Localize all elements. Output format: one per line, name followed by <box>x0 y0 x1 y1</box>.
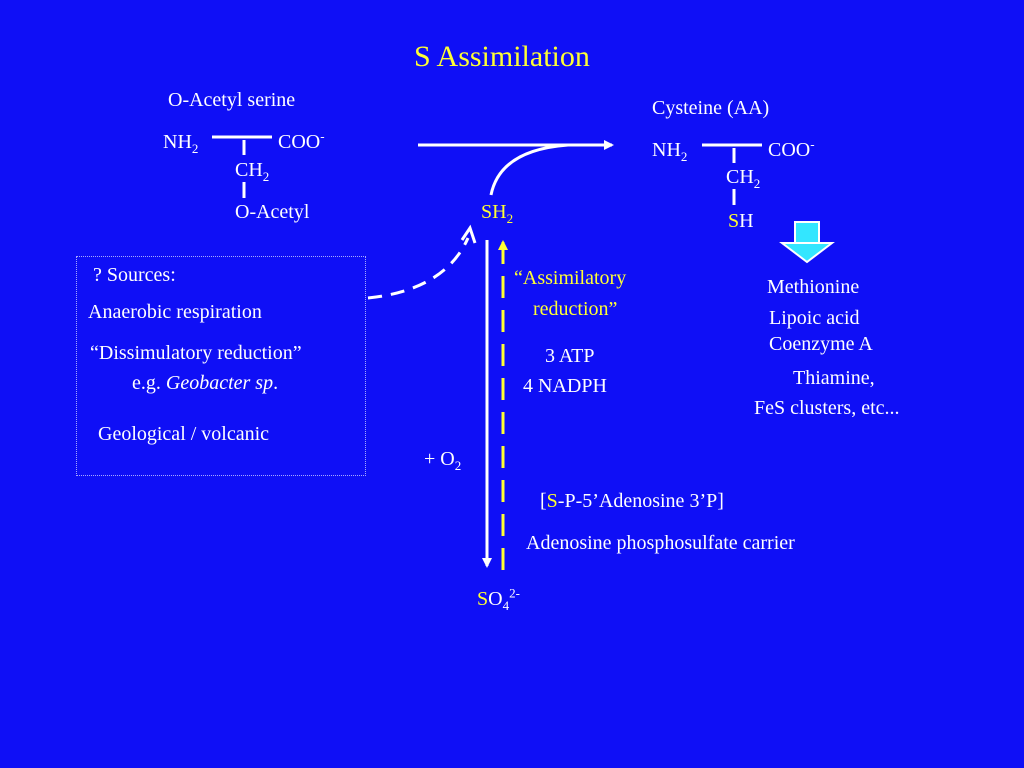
assimilatory-label-line2: reduction” <box>533 298 618 320</box>
cys-ch2: CH2 <box>726 166 761 191</box>
sulfate-label: SO42- <box>477 585 520 613</box>
sources-item-dissimulatory: “Dissimulatory reduction” <box>90 342 302 364</box>
cys-nh2: NH2 <box>652 139 688 164</box>
product-coenzyme-a: Coenzyme A <box>769 333 873 355</box>
oas-ch2: CH2 <box>235 159 270 184</box>
sources-item-example: e.g. Geobacter sp. <box>132 372 279 394</box>
carrier-name: Adenosine phosphosulfate carrier <box>526 532 795 554</box>
sources-arrowhead <box>460 224 477 244</box>
oas-label: O-Acetyl serine <box>168 89 296 111</box>
product-thiamine: Thiamine, <box>793 367 875 389</box>
down-block-arrow-icon <box>779 221 835 264</box>
product-methionine: Methionine <box>767 276 860 298</box>
sources-item-anaerobic: Anaerobic respiration <box>88 301 262 323</box>
atp-label: 3 ATP <box>545 345 595 367</box>
cys-coo: COO- <box>768 136 815 161</box>
page-title: S Assimilation <box>414 40 590 73</box>
oas-nh2: NH2 <box>163 131 199 156</box>
sources-to-sh2-arrow <box>367 237 470 300</box>
product-fes-clusters: FeS clusters, etc... <box>754 397 900 419</box>
oas-coo: COO- <box>278 128 325 153</box>
cys-label: Cysteine (AA) <box>652 97 770 119</box>
product-lipoic-acid: Lipoic acid <box>769 307 860 329</box>
organism-name: Geobacter sp <box>165 372 274 394</box>
assimilatory-label-line1: “Assimilatory <box>514 267 627 289</box>
nadph-label: 4 NADPH <box>523 375 607 397</box>
sh2-join-curve <box>489 143 569 196</box>
sources-box <box>76 256 366 476</box>
sources-item-geological: Geological / volcanic <box>98 423 270 445</box>
cys-sh: SH <box>728 210 754 232</box>
carrier-formula: [S-P-5’Adenosine 3’P] <box>540 490 724 512</box>
sources-heading: ? Sources: <box>93 264 176 286</box>
sh2-label: SH2 <box>481 201 514 226</box>
oxygen-label: + O2 <box>424 448 462 473</box>
oas-oacetyl: O-Acetyl <box>235 201 310 223</box>
